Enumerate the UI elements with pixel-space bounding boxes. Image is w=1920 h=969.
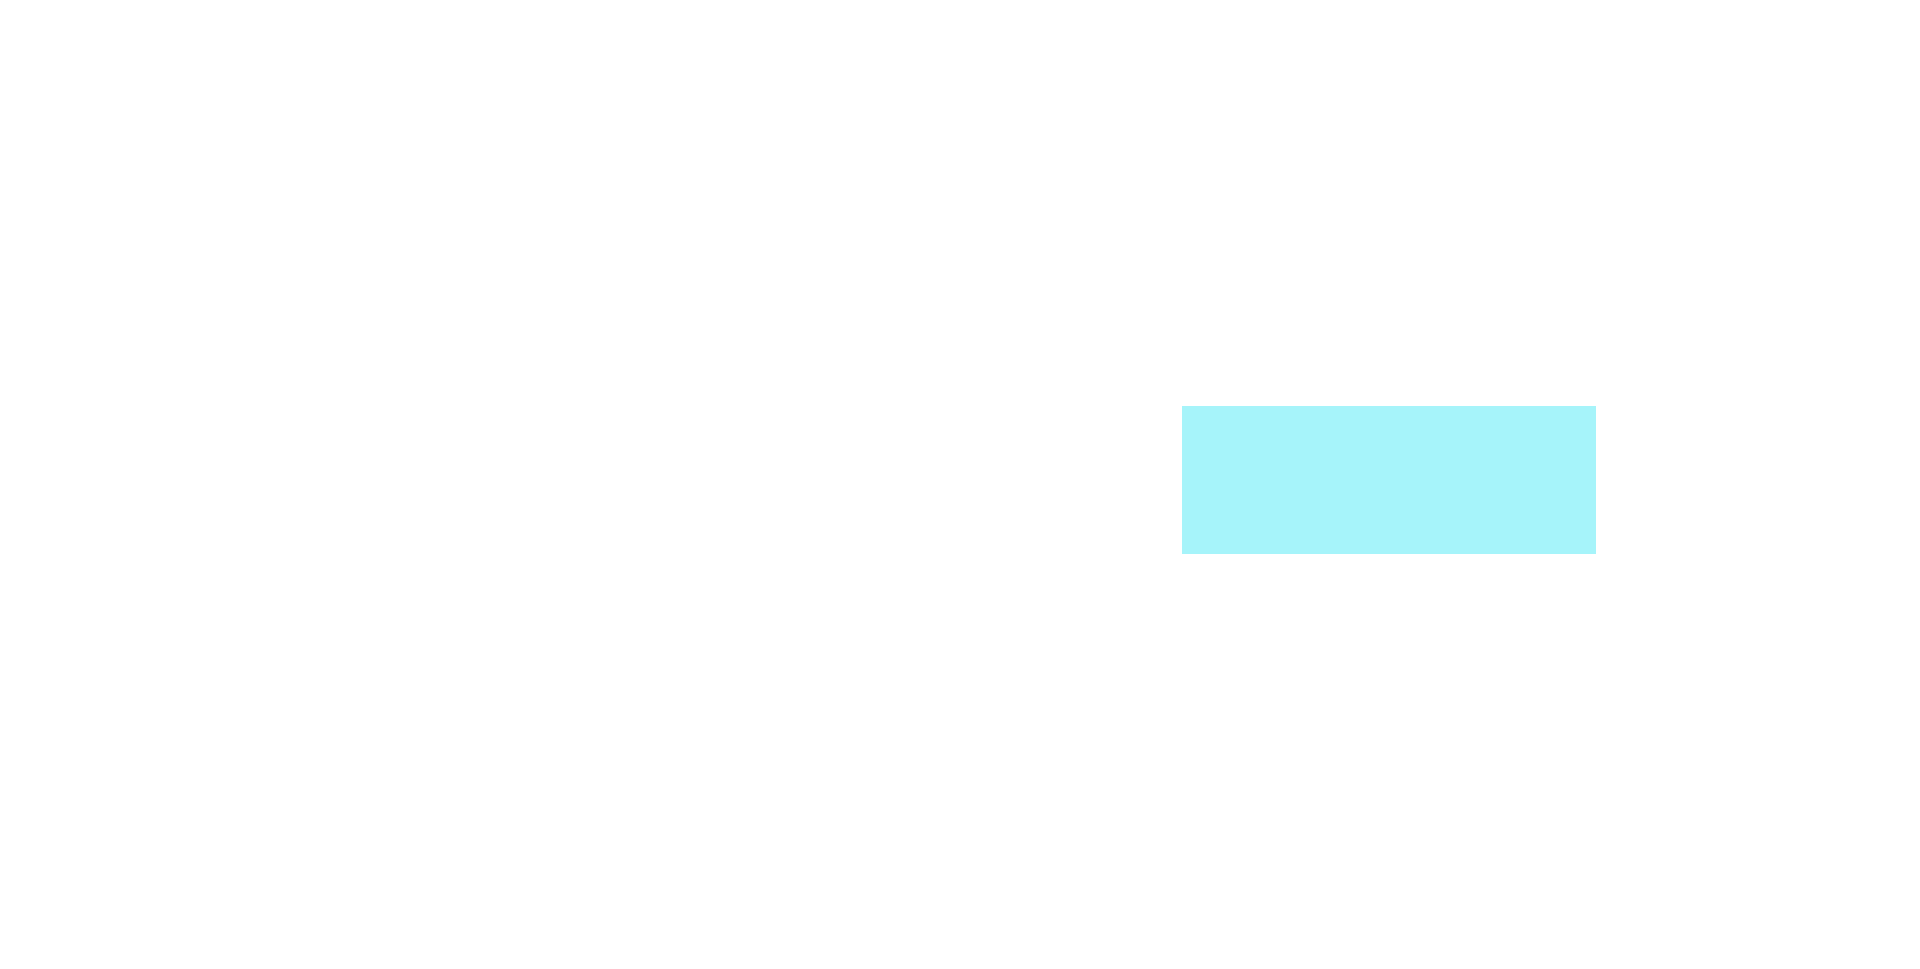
highlight-rectangle: [1182, 406, 1596, 554]
